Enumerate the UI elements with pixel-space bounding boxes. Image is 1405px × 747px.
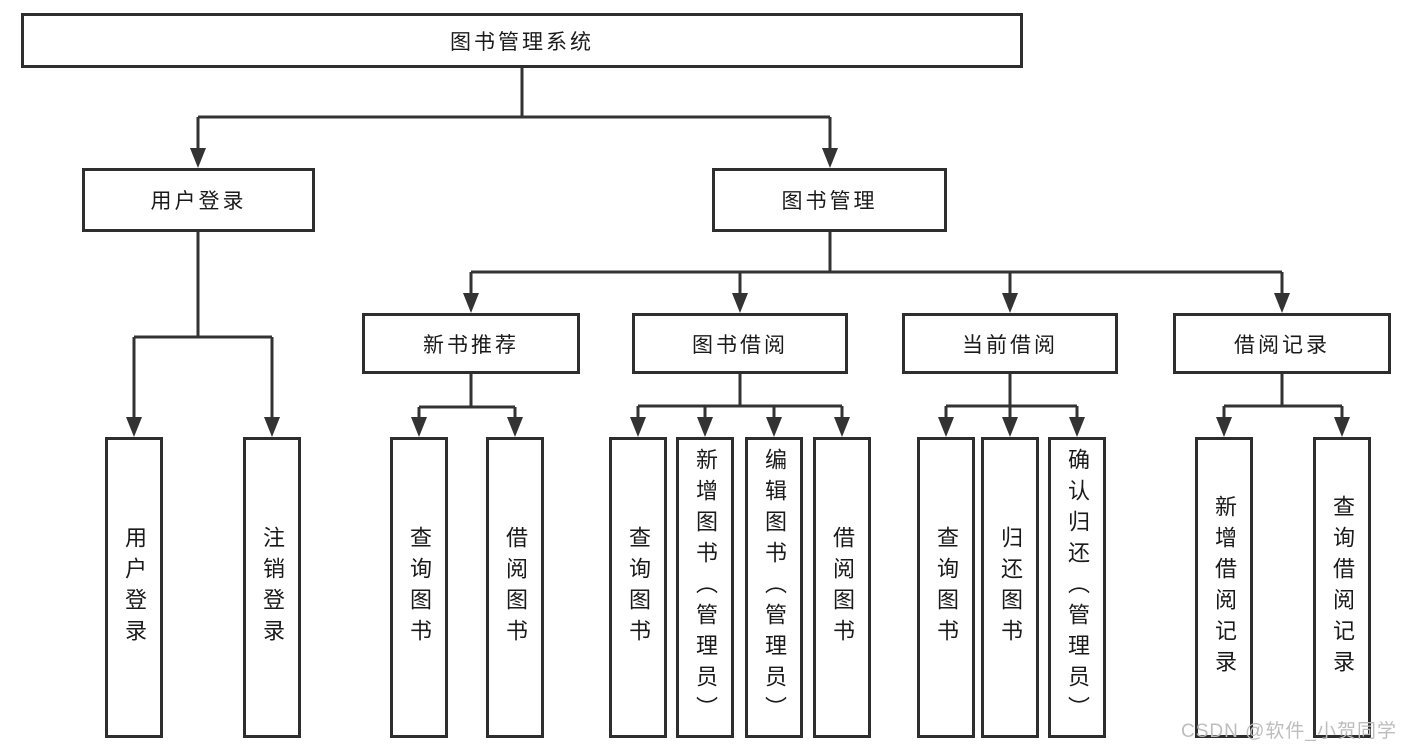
arrowhead-icon bbox=[1216, 417, 1232, 437]
leaf-label: 注销登录 bbox=[260, 525, 285, 650]
connector-bookborrow-to-leaves bbox=[630, 374, 850, 437]
arrowhead-icon bbox=[463, 293, 479, 313]
leaf-logout: 注销登录 bbox=[243, 437, 301, 738]
arrowhead-icon bbox=[938, 417, 954, 437]
arrowhead-icon bbox=[190, 148, 206, 168]
connector-userlogin-to-leaves bbox=[126, 232, 280, 437]
leaf-bb-query-books: 查询图书 bbox=[609, 437, 667, 738]
leaf-label: 借阅图书 bbox=[830, 525, 855, 650]
node-user-login: 用户登录 bbox=[82, 168, 315, 232]
leaf-label: 新增借阅记录 bbox=[1212, 494, 1237, 681]
leaf-bb-borrow-books: 借阅图书 bbox=[813, 437, 871, 738]
connector-bookmgmt-to-level2 bbox=[463, 232, 1290, 313]
arrowhead-icon bbox=[1274, 293, 1290, 313]
arrowhead-icon bbox=[1334, 417, 1350, 437]
csdn-watermark: CSDN @软件_小贺同学 bbox=[1181, 721, 1397, 742]
arrowhead-icon bbox=[697, 417, 713, 437]
leaf-bb-add-books-admin: 新增图书（管理员） bbox=[676, 437, 734, 738]
leaf-label: 查询图书 bbox=[407, 525, 432, 650]
node-current-borrowing: 当前借阅 bbox=[902, 313, 1118, 374]
leaf-cb-confirm-return-admin: 确认归还（管理员） bbox=[1048, 437, 1106, 738]
connector-borrowrecords-to-leaves bbox=[1216, 374, 1350, 437]
leaf-label: 新增图书（管理员） bbox=[693, 448, 718, 727]
node-book-management: 图书管理 bbox=[712, 168, 947, 232]
arrowhead-icon bbox=[1069, 417, 1085, 437]
connector-newbookrec-to-leaves bbox=[411, 374, 523, 437]
node-new-book-recommend: 新书推荐 bbox=[362, 313, 580, 374]
leaf-label: 确认归还（管理员） bbox=[1065, 448, 1090, 727]
node-book-borrowing: 图书借阅 bbox=[632, 313, 848, 374]
leaf-label: 查询图书 bbox=[626, 525, 651, 650]
arrowhead-icon bbox=[834, 417, 850, 437]
leaf-bb-edit-books-admin: 编辑图书（管理员） bbox=[745, 437, 803, 738]
arrowhead-icon bbox=[822, 148, 838, 168]
arrowhead-icon bbox=[630, 417, 646, 437]
leaf-label: 借阅图书 bbox=[503, 525, 528, 650]
leaf-cb-return-books: 归还图书 bbox=[981, 437, 1039, 738]
connector-currentborrow-to-leaves bbox=[938, 374, 1085, 437]
arrowhead-icon bbox=[1002, 293, 1018, 313]
node-root: 图书管理系统 bbox=[21, 13, 1023, 68]
arrowhead-icon bbox=[126, 417, 142, 437]
arrowhead-icon bbox=[1002, 417, 1018, 437]
leaf-cb-query-books: 查询图书 bbox=[917, 437, 975, 738]
leaf-nbr-borrow-books: 借阅图书 bbox=[486, 437, 544, 738]
arrowhead-icon bbox=[411, 417, 427, 437]
arrowhead-icon bbox=[766, 417, 782, 437]
leaf-br-query-record: 查询借阅记录 bbox=[1313, 437, 1371, 738]
leaf-label: 编辑图书（管理员） bbox=[762, 448, 787, 727]
arrowhead-icon bbox=[732, 293, 748, 313]
node-borrow-records: 借阅记录 bbox=[1173, 313, 1391, 374]
leaf-br-add-record: 新增借阅记录 bbox=[1195, 437, 1253, 738]
arrowhead-icon bbox=[507, 417, 523, 437]
connector-root-to-level1 bbox=[190, 68, 838, 168]
leaf-label: 查询图书 bbox=[934, 525, 959, 650]
leaf-label: 查询借阅记录 bbox=[1330, 494, 1355, 681]
arrowhead-icon bbox=[264, 417, 280, 437]
leaf-user-login: 用户登录 bbox=[105, 437, 163, 738]
leaf-label: 用户登录 bbox=[122, 525, 147, 650]
leaf-nbr-query-books: 查询图书 bbox=[390, 437, 448, 738]
leaf-label: 归还图书 bbox=[998, 525, 1023, 650]
